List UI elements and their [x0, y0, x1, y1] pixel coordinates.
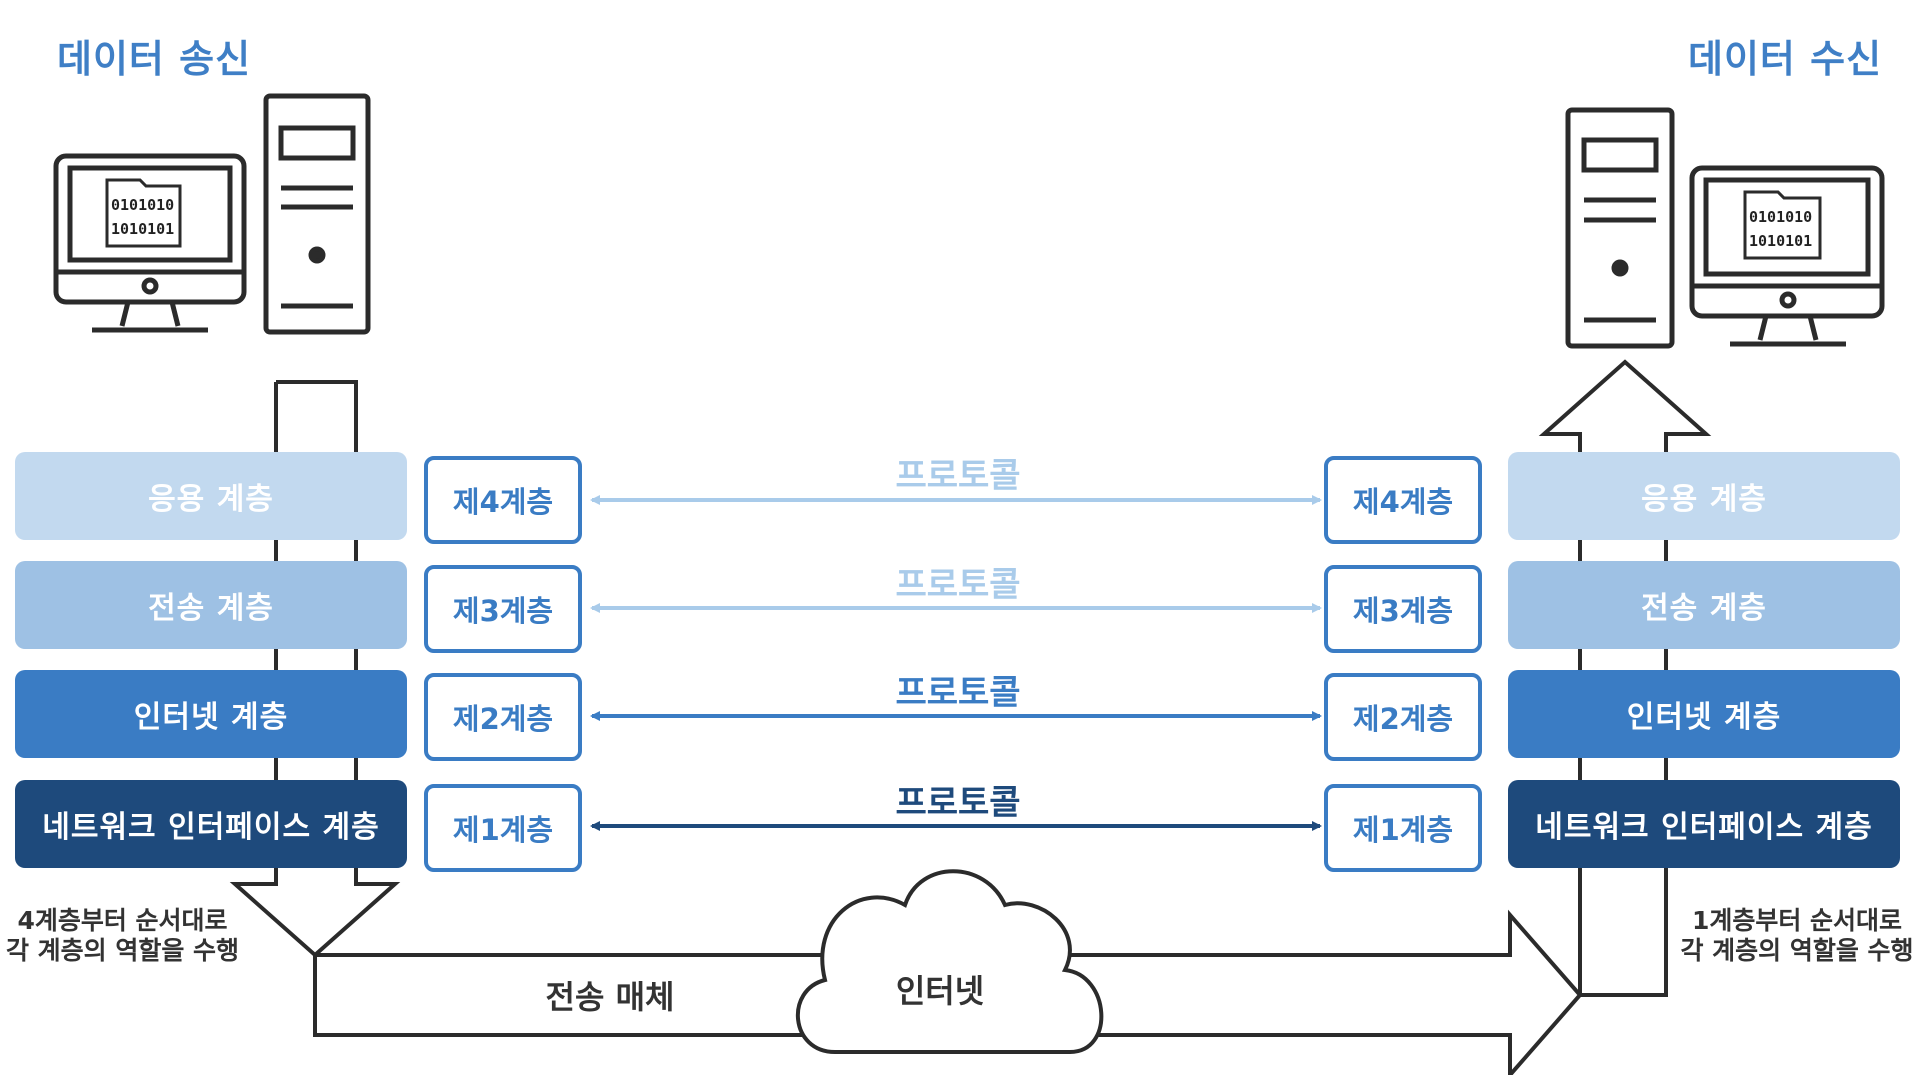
- data-flow-arrow: [229, 359, 1712, 1075]
- receiver-level-4: 제4계층: [1324, 456, 1482, 544]
- protocol-label-3: 프로토콜: [895, 565, 1021, 605]
- receiver-layer-internet: 인터넷 계층: [1508, 670, 1900, 758]
- medium-label: 전송 매체: [545, 978, 675, 1016]
- receiver-level-3: 제3계층: [1324, 565, 1482, 653]
- protocol-label-1: 프로토콜: [895, 783, 1021, 823]
- sender-title: 데이터 송신: [57, 37, 252, 81]
- sender-level-1: 제1계층: [424, 784, 582, 872]
- receiver-layer-application: 응용 계층: [1508, 452, 1900, 540]
- cloud-icon: [795, 869, 1104, 1054]
- protocol-label-4: 프로토콜: [895, 456, 1021, 496]
- protocol-label-2: 프로토콜: [895, 673, 1021, 713]
- sender-layer-internet: 인터넷 계층: [15, 670, 407, 758]
- receiver-binary-2: 1010101: [1749, 232, 1812, 250]
- sender-tower-icon: [263, 93, 371, 335]
- receiver-level-2: 제2계층: [1324, 673, 1482, 761]
- receiver-tower-icon: [1565, 107, 1675, 349]
- receiver-note: 1계층부터 순서대로 각 계층의 역할을 수행: [1674, 906, 1920, 966]
- internet-label: 인터넷: [895, 972, 985, 1010]
- sender-level-4: 제4계층: [424, 456, 582, 544]
- sender-file-icon: 0101010 1010101: [105, 178, 182, 248]
- receiver-layer-network-interface: 네트워크 인터페이스 계층: [1508, 780, 1900, 868]
- receiver-file-icon: 0101010 1010101: [1743, 190, 1822, 260]
- sender-note: 4계층부터 순서대로 각 계층의 역할을 수행: [0, 906, 245, 966]
- receiver-note-line-2: 각 계층의 역할을 수행: [1680, 936, 1914, 965]
- sender-binary-1: 0101010: [111, 196, 174, 214]
- sender-note-line-2: 각 계층의 역할을 수행: [5, 936, 240, 965]
- sender-binary-2: 1010101: [111, 220, 174, 238]
- receiver-monitor-icon: [1689, 165, 1885, 347]
- sender-level-2: 제2계층: [424, 673, 582, 761]
- sender-monitor-icon: [53, 153, 247, 333]
- receiver-note-line-1: 1계층부터 순서대로: [1691, 906, 1903, 935]
- sender-level-3: 제3계층: [424, 565, 582, 653]
- receiver-layer-transport: 전송 계층: [1508, 561, 1900, 649]
- receiver-binary-1: 0101010: [1749, 208, 1812, 226]
- sender-layer-network-interface: 네트워크 인터페이스 계층: [15, 780, 407, 868]
- sender-layer-application: 응용 계층: [15, 452, 407, 540]
- receiver-level-1: 제1계층: [1324, 784, 1482, 872]
- sender-layer-transport: 전송 계층: [15, 561, 407, 649]
- sender-note-line-1: 4계층부터 순서대로: [17, 906, 228, 935]
- receiver-title: 데이터 수신: [1688, 37, 1883, 81]
